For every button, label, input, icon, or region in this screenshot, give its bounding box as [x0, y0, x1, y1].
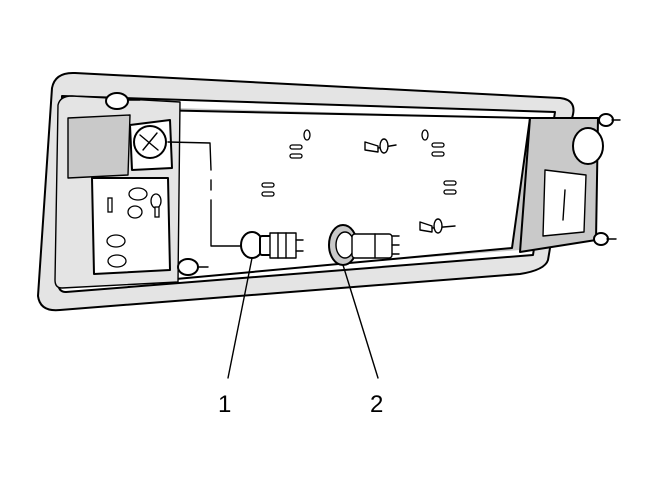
callout-1-leader	[227, 257, 253, 379]
mounting-stud-top-right	[598, 113, 621, 127]
mounting-stud-top-left	[105, 92, 141, 110]
mounting-stud-bottom-right	[593, 232, 617, 246]
bulb-socket-2	[328, 224, 400, 266]
left-lamp-chamber	[54, 95, 181, 289]
panel-clips	[261, 129, 457, 234]
wire-harness	[167, 141, 241, 247]
bulb-socket-1	[240, 231, 304, 259]
callout-2-leader	[342, 264, 379, 379]
callout-1-label: 1	[218, 391, 231, 418]
mounting-stud-bottom-left	[177, 258, 209, 276]
right-end-cap	[519, 117, 604, 253]
callout-2-label: 2	[370, 391, 383, 418]
